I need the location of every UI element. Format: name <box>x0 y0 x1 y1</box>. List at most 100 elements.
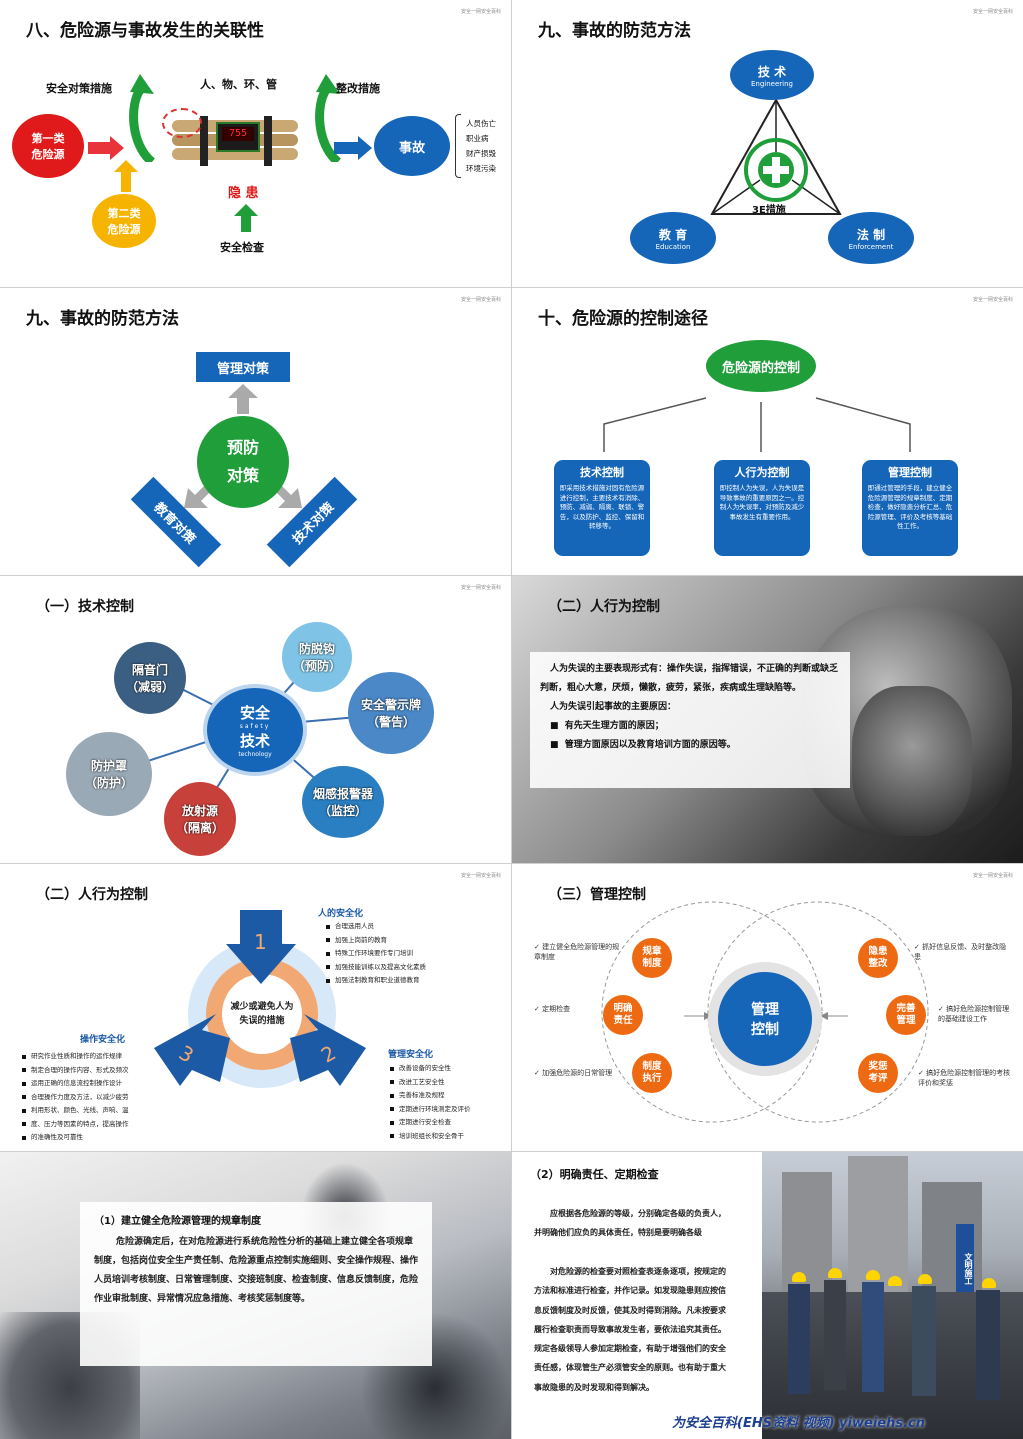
brand-logo: 安全一网安全百科 <box>972 297 1013 303</box>
text-panel: （1）建立健全危险源管理的规章制度 危险源确定后，在对危险源进行系统危险性分析的… <box>80 1202 432 1366</box>
edu-en-label: Education <box>655 242 691 251</box>
node-rectify: 隐患 整改 <box>858 938 898 978</box>
list-item: 合理选用人员 <box>326 920 426 934</box>
arrow-right-icon <box>88 136 124 160</box>
slide-management-control: （三）管理控制 安全一网安全百科 管理 控制 规章 制度 明确 责任 制度 执行… <box>512 864 1023 1151</box>
second-hazard-circle: 第二类 危险源 <box>92 194 156 248</box>
control-card: 人行为控制 即控制人为失误，人为失误是导致事故的重要原因之一。控制人为失误率，对… <box>714 460 810 556</box>
curved-arrow-up-icon <box>129 74 156 162</box>
row-divider <box>0 863 1023 864</box>
law-circle: 法 制 Enforcement <box>828 212 914 264</box>
node-responsibility: 明确 责任 <box>603 995 643 1035</box>
list-item: 合理操作力度及方法，以减少疲劳 <box>22 1091 129 1105</box>
arrow-1-icon <box>226 910 296 984</box>
brand-logo: 安全一网安全百科 <box>460 873 501 879</box>
management-safety-title: 管理安全化 <box>388 1050 434 1060</box>
tech-circle: 技 术 Engineering <box>730 50 814 100</box>
slide-responsibility-inspection: （2）明确责任、定期检查 应根据各危险源的等级，分别确定各级的负责人，并明确他们… <box>512 1152 1023 1439</box>
time-bomb-image: 755 <box>160 100 310 176</box>
list-item: 研究作业性质和操作的运作规律 <box>22 1050 129 1064</box>
list-item: 特殊工作环境要作专门培训 <box>326 947 426 961</box>
list-item: 定期进行安全检查 <box>390 1116 471 1130</box>
slide-hazard-accident-relation: 八、危险源与事故发生的关联性 安全一网安全百科 第一类 危险源 第二类 危险源 … <box>0 0 511 287</box>
paragraph: 人为失误引起事故的主要原因： <box>550 702 677 712</box>
slide-control-approaches: 十、危险源的控制途径 安全一网安全百科 危险源的控制 技术控制 即采用技术措施对… <box>512 288 1023 575</box>
rectification-label: 整改措施 <box>336 82 380 95</box>
brand-logo: 安全一网安全百科 <box>460 9 501 15</box>
people-safety-title: 人的安全化 <box>318 909 364 919</box>
arrow-right-icon <box>334 136 372 160</box>
note-text: ✓ 搞好危险源控制管理的考核评价和奖惩 <box>918 1069 1011 1087</box>
operation-safety-list: 研究作业性质和操作的运作规律 制定合理的操作内容、形式及频次 运用正确的信息流控… <box>22 1050 129 1145</box>
list-item: 利用形状、颜色、光线、声响、温 <box>22 1104 129 1118</box>
center-label-top: 安全 <box>239 704 270 722</box>
arrow-up-icon <box>228 384 258 414</box>
safety-tech-center: 安全 safety 技术 technology <box>203 684 307 776</box>
brand-logo: 安全一网安全百科 <box>460 297 501 303</box>
management-center-circle: 管理 控制 <box>718 972 812 1066</box>
paragraph: 对危险源的检查要对照检查表逐条逐项，按规定的方法和标准进行检查，并作记录。如发现… <box>534 1267 726 1392</box>
result-item: 人员伤亡 <box>466 119 496 128</box>
column-divider <box>511 0 512 1439</box>
operation-safety-title: 操作安全化 <box>80 1035 126 1045</box>
result-item: 环境污染 <box>466 164 496 173</box>
node-reward: 奖惩 考评 <box>858 1053 898 1093</box>
tech-en-label: Engineering <box>751 79 793 88</box>
bullet-text: 有先天生理方面的原因； <box>564 721 664 731</box>
tree-connector <box>603 397 911 452</box>
slide-title: 八、危险源与事故发生的关联性 <box>26 21 264 41</box>
slide-title: 十、危险源的控制途径 <box>538 309 708 329</box>
slide-title: 九、事故的防范方法 <box>538 21 691 41</box>
law-label: 法 制 <box>856 227 886 242</box>
center-en-bottom: technology <box>238 751 272 758</box>
slide-title: （二）人行为控制 <box>36 887 148 903</box>
row-divider <box>0 287 1023 288</box>
note-label: 定期检查 <box>542 1005 571 1013</box>
node-improve: 完善 管理 <box>886 995 926 1035</box>
brand-logo: 安全一网安全百科 <box>972 873 1013 879</box>
arrow-3-icon <box>154 1014 230 1086</box>
slide-3e-measures: 九、事故的防范方法 安全一网安全百科 3E措施 技 术 Engineering … <box>512 0 1023 287</box>
slide-title: （二）人行为控制 <box>548 599 660 615</box>
list-item: 运用正确的信息流控制操作设计 <box>22 1077 129 1091</box>
first-hazard-circle: 第一类 危险源 <box>12 114 84 178</box>
slide-human-error-measures: （二）人行为控制 安全一网安全百科 减少或避免人为 失误的措施 1 2 3 人的… <box>0 864 511 1151</box>
inspection-label: 安全检查 <box>220 241 264 254</box>
center-en-top: safety <box>239 723 271 730</box>
slide-heading: （2）明确责任、定期检查 <box>530 1168 659 1181</box>
edu-label: 教 育 <box>658 227 688 242</box>
law-en-label: Enforcement <box>848 242 894 251</box>
arrow-2-icon <box>290 1014 366 1086</box>
arrow-up-icon <box>234 204 258 232</box>
note-label: 加强危险源的日常管理 <box>542 1069 613 1077</box>
factors-label: 人、物、环、管 <box>200 78 277 91</box>
slide-title: （三）管理控制 <box>548 887 646 903</box>
node-radiation-source: 放射源 （隔离） <box>164 782 236 856</box>
list-item: 改善设备的安全性 <box>390 1062 471 1076</box>
watermark-text: 为安全百科(EHS资料 视频) yiweiehs.cn <box>672 1416 925 1431</box>
timer-display: 755 <box>222 127 254 141</box>
note-text: ✓ 建立健全危险源管理的规章制度 <box>534 943 620 961</box>
hand-shape <box>852 686 972 836</box>
card-desc: 即通过管理的手段，建立健全危险源管理的规章制度、定期检查，做好隐患分析汇总、危险… <box>867 484 953 530</box>
3e-label: 3E措施 <box>752 205 786 216</box>
slide-technical-control: （一）技术控制 安全一网安全百科 安全 safety 技术 technology… <box>0 576 511 863</box>
safety-cross-icon <box>744 138 808 202</box>
note-label: 建立健全危险源管理的规章制度 <box>534 943 620 961</box>
bullet-item: ■ 管理方面原因以及教育培训方面的原因等。 <box>550 740 736 750</box>
root-ellipse: 危险源的控制 <box>706 340 816 392</box>
list-item: 改进工艺安全性 <box>390 1076 471 1090</box>
slide-title: 九、事故的防范方法 <box>26 309 179 329</box>
paragraph: 应根据各危险源的等级，分别确定各级的负责人，并明确他们应负的具体责任，特别是要明… <box>534 1209 726 1237</box>
tech-label: 技 术 <box>757 64 787 79</box>
list-item: 定期进行环境测定及评价 <box>390 1103 471 1117</box>
hidden-danger-label: 隐 患 <box>228 186 259 201</box>
note-label: 搞好危险源控制管理的考核评价和奖惩 <box>918 1069 1011 1087</box>
curved-arrow-up-icon <box>315 74 342 162</box>
node-rules: 规章 制度 <box>632 938 672 978</box>
panel-body: 危险源确定后，在对危险源进行系统危险性分析的基础上建立健全各项规章制度，包括岗位… <box>94 1237 419 1304</box>
people-safety-list: 合理选用人员 加强上岗前的教育 特殊工作环境要作专门培训 加强技能训练以及提高文… <box>326 920 426 988</box>
card-title: 人行为控制 <box>734 466 790 479</box>
bullet-text: 管理方面原因以及教育培训方面的原因等。 <box>564 740 736 750</box>
card-desc: 即采用技术措施对固有危险源进行控制，主要技术有消除、预防、减弱、隔离、联锁、警告… <box>559 484 645 530</box>
